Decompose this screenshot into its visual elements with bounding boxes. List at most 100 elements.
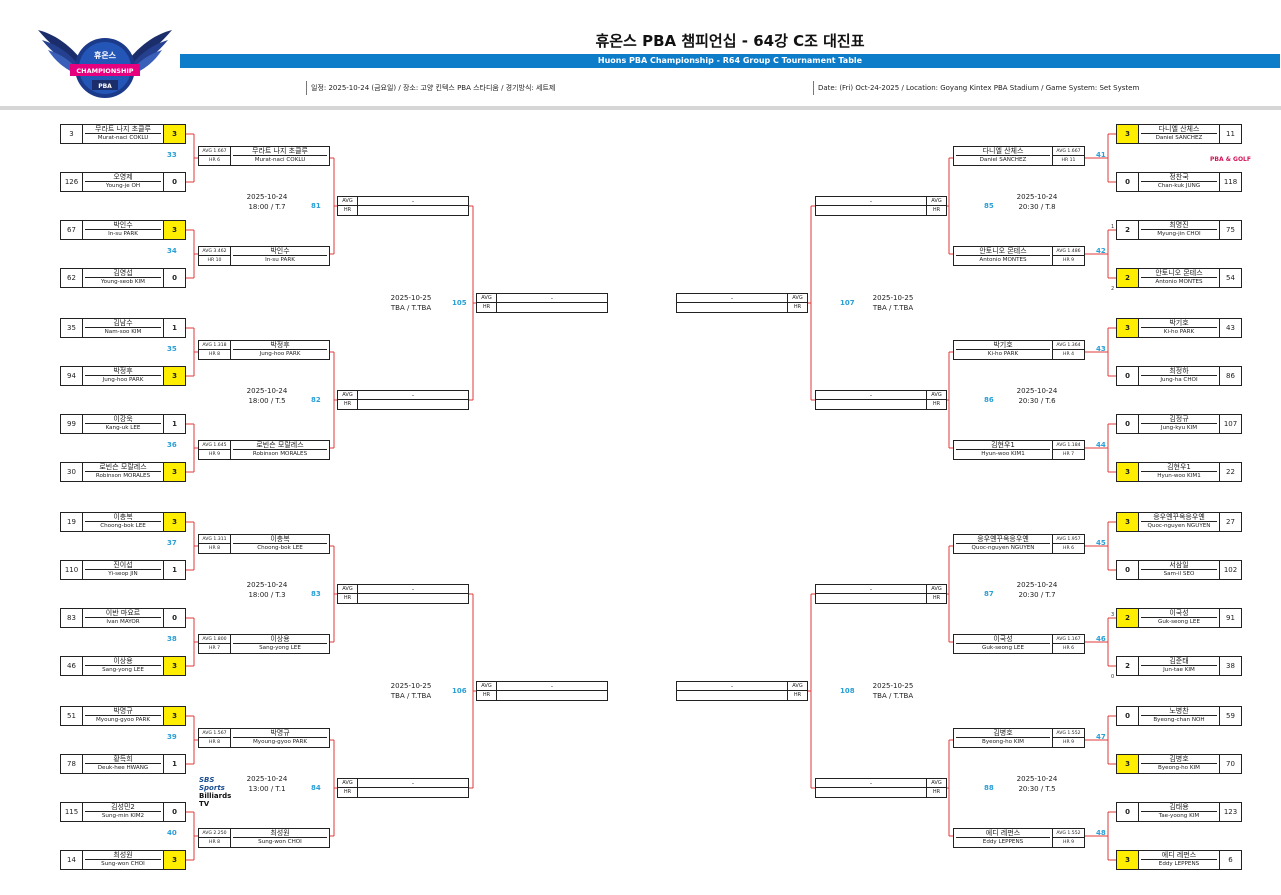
- player-name-english: Daniel SANCHEZ: [979, 157, 1027, 163]
- avg-label: AVG: [927, 197, 946, 206]
- player-high-run: HR 8: [208, 546, 221, 551]
- player-name-english: Sang-yong LEE: [102, 667, 144, 673]
- player-name-korean: 최성원: [85, 851, 161, 860]
- stat-values: -: [816, 197, 926, 215]
- avg-label: AVG: [477, 682, 496, 691]
- tbd-value: -: [677, 682, 787, 691]
- player-name-korean: 김병호: [956, 729, 1050, 738]
- r32-match-number: 84: [311, 784, 321, 792]
- player-name-korean: 진이섭: [85, 561, 161, 570]
- player-name-english: Murat-naci COKLU: [97, 135, 149, 141]
- player-seed: 110: [61, 561, 83, 579]
- player-average: AVG 1.184: [1053, 441, 1084, 450]
- stat-values: -: [816, 391, 926, 409]
- player-seed: 54: [1219, 269, 1241, 287]
- r32-match-number: 85: [984, 202, 994, 210]
- player-name-korean: 이충복: [85, 513, 161, 522]
- player-name-korean: 김태용: [1141, 803, 1217, 812]
- player-name-english: Jung-ha CHOI: [1160, 377, 1198, 383]
- tbd-value: -: [816, 585, 926, 594]
- player-set-score: 0: [163, 173, 185, 191]
- sbs-sports-billiards-logo: SBS Sports Billiards TV: [199, 776, 232, 808]
- player-high-run: HR 9: [1062, 840, 1075, 845]
- match-time-table: 13:00 / T.1: [248, 785, 286, 793]
- event-info-korean: 일정: 2025-10-24 (금요일) / 장소: 고양 킨텍스 PBA 스타…: [306, 81, 555, 95]
- avg-label: AVG: [338, 585, 357, 594]
- match-date: 2025-10-24: [1016, 193, 1058, 201]
- player-name-korean: 정찬국: [1141, 173, 1217, 182]
- player-high-run: HR 6: [1062, 546, 1075, 551]
- player-name-korean: 이반 마요르: [85, 609, 161, 618]
- r32-match-number: 83: [311, 590, 321, 598]
- empty-value: [497, 303, 607, 312]
- player-set-score: 3: [163, 221, 185, 239]
- tiebreak-number: 0: [1111, 674, 1115, 680]
- empty-value: [677, 691, 787, 700]
- pba-golf-logo: PBA & GOLF: [1210, 156, 1251, 163]
- match-time-table: TBA / T.TBA: [872, 692, 914, 700]
- r16-match-number: 107: [840, 299, 855, 307]
- r64-match-number: 41: [1096, 151, 1106, 159]
- tbd-value: -: [816, 197, 926, 206]
- player-name-english: Choong-bok LEE: [100, 523, 146, 529]
- player-set-score: 2: [1117, 657, 1139, 675]
- player-average: AVG 1.167: [1053, 635, 1084, 644]
- player-name-korean: 무라트 나지 초클루: [85, 125, 161, 134]
- tbd-value: -: [816, 391, 926, 400]
- player-seed: 14: [61, 851, 83, 869]
- r64-match-number: 38: [167, 635, 177, 643]
- player-set-score: 2: [1117, 269, 1139, 287]
- player-seed: 78: [61, 755, 83, 773]
- avg-label: AVG: [927, 779, 946, 788]
- player-name-korean: 김현우1: [1141, 463, 1217, 472]
- avg-label: AVG: [927, 585, 946, 594]
- match-time-table: TBA / T.TBA: [390, 304, 432, 312]
- r64-match-number: 46: [1096, 635, 1106, 643]
- player-name-korean: 응우옌꾸옥응우옌: [1141, 513, 1217, 522]
- stat-values: -: [677, 294, 787, 312]
- r64-match-number: 37: [167, 539, 177, 547]
- player-name-korean: 박정후: [233, 341, 327, 350]
- match-date: 2025-10-24: [1016, 387, 1058, 395]
- player-seed: 99: [61, 415, 83, 433]
- player-average: AVG 1.364: [1053, 341, 1084, 350]
- player-name-korean: 박정후: [85, 367, 161, 376]
- player-seed: 38: [1219, 657, 1241, 675]
- player-name-korean: 박인수: [85, 221, 161, 230]
- empty-value: [358, 788, 468, 797]
- player-name-english: Robinson MORALES: [95, 473, 151, 479]
